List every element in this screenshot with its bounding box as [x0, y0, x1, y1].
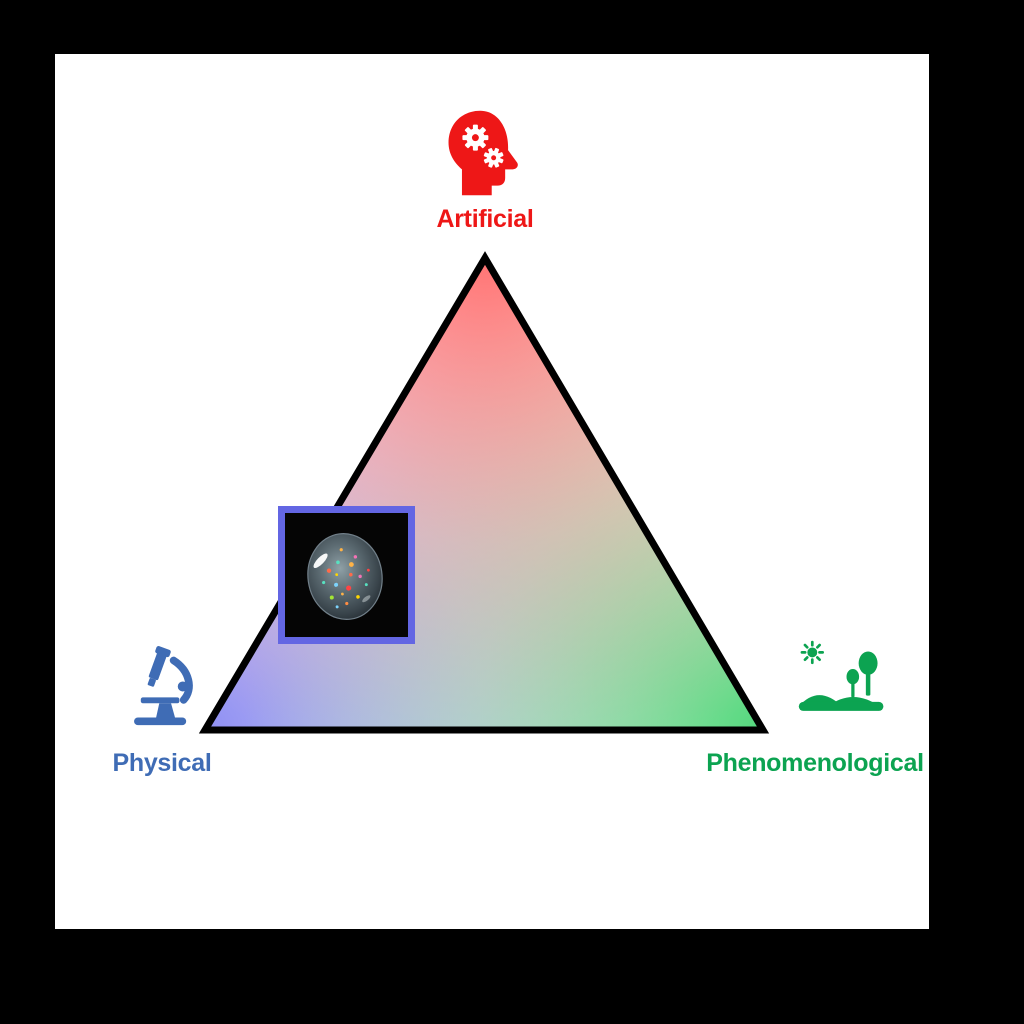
- vertex-label-physical: Physical: [112, 749, 212, 777]
- vertex-label-phenomenological: Phenomenological: [706, 749, 924, 777]
- opal-image-marker[interactable]: [278, 506, 415, 644]
- ai-head-gears-icon: [437, 103, 533, 203]
- triangle-outline: [198, 251, 770, 734]
- opal-highlight: [313, 553, 328, 568]
- head-silhouette: [448, 110, 518, 196]
- opal-speckles: [322, 548, 370, 609]
- sun-icon: [800, 640, 824, 665]
- hills-shape: [798, 695, 884, 711]
- microscope-icon: [124, 640, 208, 738]
- gear-small-icon: [483, 147, 504, 168]
- tree-icon: [846, 651, 878, 698]
- sun-trees-landscape-icon: [796, 638, 888, 728]
- vertex-label-artificial: Artificial: [436, 205, 534, 233]
- landscape-shapes: [798, 640, 884, 711]
- opal-gemstone-image: [307, 533, 383, 620]
- microscope-body: [134, 646, 193, 726]
- gear-icon: [462, 124, 489, 151]
